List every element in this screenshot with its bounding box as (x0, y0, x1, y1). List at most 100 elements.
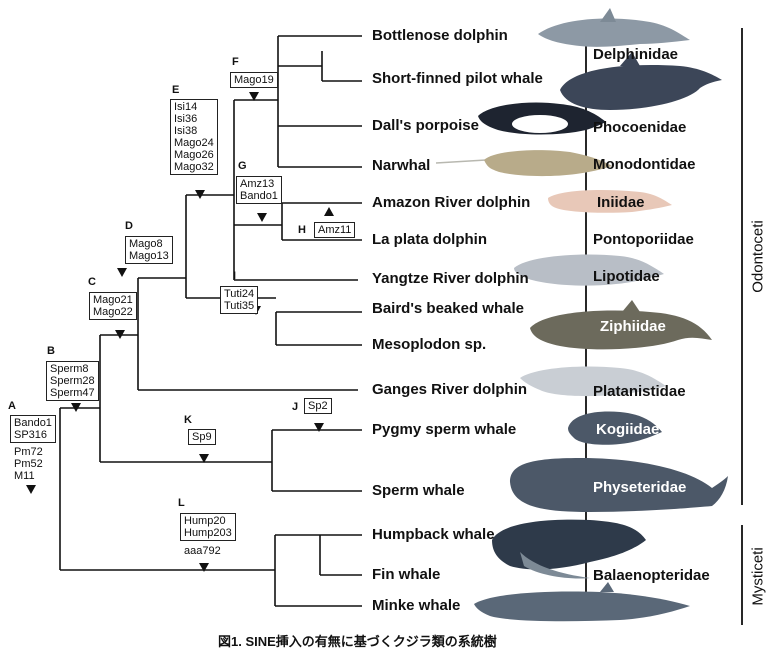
marker: Bando1 (240, 190, 278, 202)
amazon-dolphin-icon (548, 190, 672, 213)
suborder-odontoceti: Odontoceti (749, 220, 767, 293)
humpback-flipper (520, 552, 590, 579)
markers-k: Sp9 (188, 429, 216, 445)
narwhal-tusk (435, 159, 487, 164)
marker: Mago21 (93, 294, 133, 306)
species-la-plata-dolphin: La plata dolphin (372, 231, 487, 248)
beaked-whale-fin (622, 300, 640, 312)
species-pygmy-sperm-whale: Pygmy sperm whale (372, 421, 517, 438)
bottlenose-fin (600, 8, 616, 22)
markers-j: Sp2 (304, 398, 332, 414)
family-phocoenidae: Phocoenidae (593, 119, 687, 136)
arrow-f (249, 92, 259, 101)
node-label-k: K (184, 414, 192, 426)
node-label-f: F (232, 56, 239, 68)
family-monodontidae: Monodontidae (593, 156, 696, 173)
arrow-e (195, 190, 205, 199)
narwhal-icon (484, 150, 612, 177)
marker: Isi14 (174, 101, 198, 113)
minke-fin (600, 582, 614, 592)
arrow-b (71, 403, 81, 412)
markers-d: Mago8 Mago13 (125, 236, 173, 264)
marker: Isi38 (174, 125, 198, 137)
family-iniidae: Iniidae (597, 194, 645, 211)
marker: Isi36 (174, 113, 198, 125)
bairds-beaked-whale-icon (530, 310, 712, 350)
family-platanistidae: Platanistidae (593, 383, 686, 400)
marker: Mago19 (234, 74, 274, 86)
species-minke-whale: Minke whale (372, 597, 461, 614)
species-bairds-beaked-whale: Baird's beaked whale (372, 300, 524, 317)
suborder-mysticeti: Mysticeti (749, 547, 767, 606)
marker: Hump203 (184, 527, 232, 539)
species-yangtze-river-dolphin: Yangtze River dolphin (372, 270, 529, 287)
marker: Sp9 (192, 431, 212, 443)
marker: Pm72 (14, 446, 43, 458)
marker: Tuti24 (224, 288, 255, 300)
arrow-h (324, 207, 334, 216)
family-pontoporiidae: Pontoporiidae (593, 231, 694, 248)
marker: Sperm47 (50, 387, 95, 399)
family-delphinidae: Delphinidae (593, 46, 679, 63)
species-dalls-porpoise: Dall's porpoise (372, 117, 479, 134)
family-balaenopteridae: Balaenopteridae (593, 567, 710, 584)
minke-whale-icon (474, 591, 690, 622)
arrow-a (26, 485, 36, 494)
markers-i: Tuti24 Tuti35 (220, 286, 259, 314)
arrow-d (117, 268, 127, 277)
marker: Sperm8 (50, 363, 89, 375)
family-kogiidae: Kogiidae (596, 421, 660, 438)
marker: Amz11 (318, 224, 352, 236)
marker: Mago8 (129, 238, 163, 250)
markers-h: Amz11 (314, 222, 356, 238)
tree-branches (59, 28, 743, 625)
family-lipotidae: Lipotidae (593, 268, 660, 285)
node-label-a: A (8, 400, 16, 412)
marker: Mago22 (93, 306, 133, 318)
humpback-whale-icon (492, 519, 646, 570)
figure-caption: 図1. SINE挿入の有無に基づくクジラ類の系統樹 (218, 634, 497, 649)
markers-b: Sperm8 Sperm28 Sperm47 (46, 361, 99, 401)
family-physeteridae: Physeteridae (593, 479, 687, 496)
marker: Bando1 (14, 417, 52, 429)
marker: Pm52 (14, 458, 43, 470)
marker: Tuti35 (224, 300, 255, 312)
ganges-dolphin-icon (520, 366, 666, 397)
marker: M11 (14, 470, 35, 482)
node-label-e: E (172, 84, 180, 96)
pilot-whale-fin (620, 52, 640, 66)
markers-f: Mago19 (230, 72, 278, 88)
dalls-porpoise-white (512, 115, 568, 133)
markers-l-unboxed: aaa792 (184, 545, 221, 557)
marker: Sperm28 (50, 375, 95, 387)
sperm-whale-icon (510, 458, 728, 512)
pygmy-sperm-whale-icon (568, 411, 662, 445)
marker: Mago13 (129, 250, 169, 262)
yangtze-dolphin-icon (514, 254, 664, 286)
arrow-c (115, 330, 125, 339)
bottlenose-dolphin-icon (538, 18, 690, 47)
markers-a-unboxed: Pm72 Pm52 M11 (14, 446, 43, 482)
marker: SP316 (14, 429, 48, 441)
arrow-g (257, 213, 267, 222)
species-fin-whale: Fin whale (372, 566, 441, 583)
node-label-b: B (47, 345, 55, 357)
marker: Mago24 (174, 137, 214, 149)
markers-c: Mago21 Mago22 (89, 292, 137, 320)
marker: Hump20 (184, 515, 226, 527)
markers-a: Bando1 SP316 (10, 415, 56, 443)
species-bottlenose-dolphin: Bottlenose dolphin (372, 27, 508, 44)
marker: Sp2 (308, 400, 328, 412)
marker: Amz13 (240, 178, 275, 190)
species-amazon-river-dolphin: Amazon River dolphin (372, 194, 531, 211)
node-label-g: G (238, 160, 247, 172)
marker: aaa792 (184, 545, 221, 557)
arrow-k (199, 454, 209, 463)
species-short-finned-pilot-whale: Short-finned pilot whale (372, 70, 543, 87)
species-sperm-whale: Sperm whale (372, 482, 465, 499)
node-label-d: D (125, 220, 133, 232)
markers-g: Amz13 Bando1 (236, 176, 282, 204)
species-humpback-whale: Humpback whale (372, 526, 495, 543)
node-label-h: H (298, 224, 306, 236)
marker: Mago26 (174, 149, 214, 161)
